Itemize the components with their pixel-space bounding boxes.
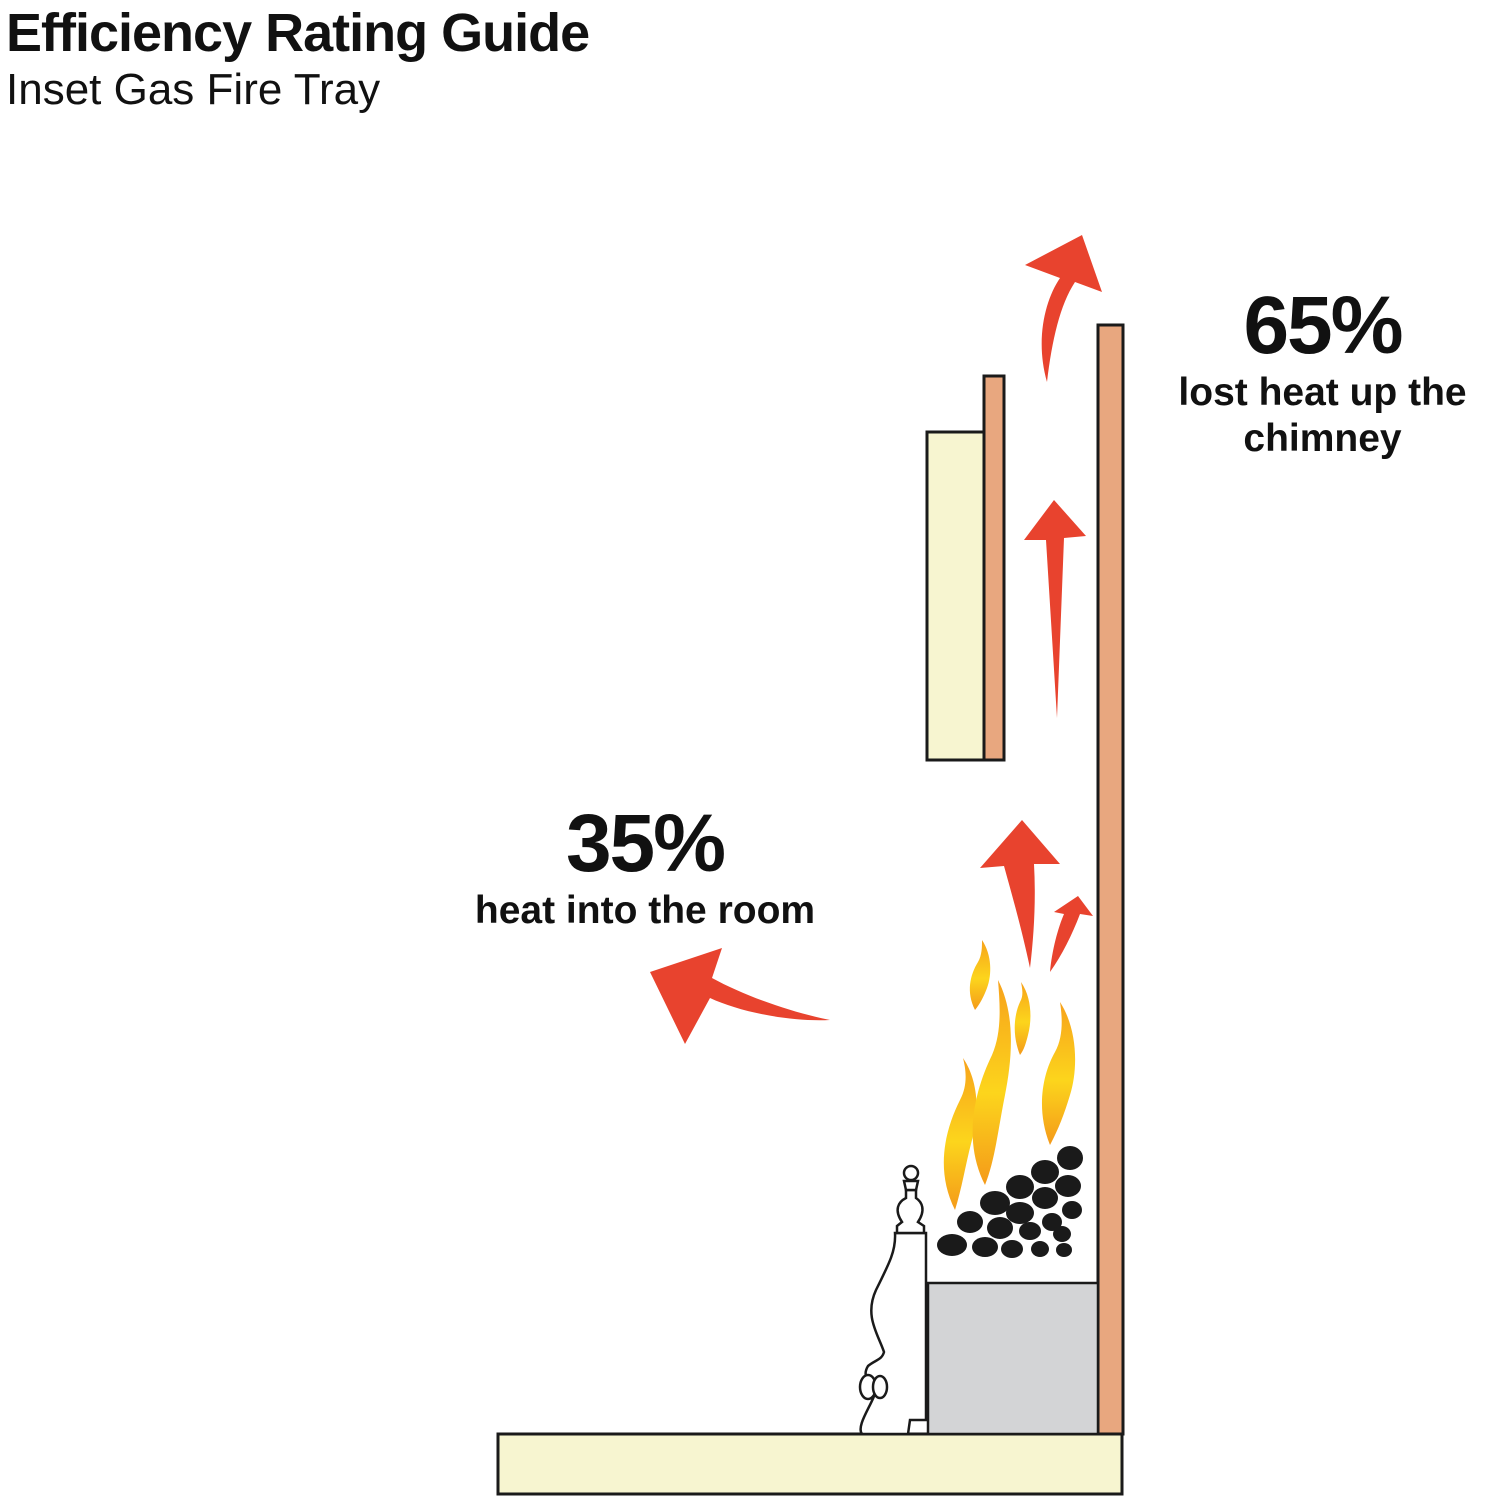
arrow-fire-up [980,820,1060,968]
stat-lost-heat: 65% lost heat up the chimney [1145,282,1500,462]
stat-lost-heat-caption-1: lost heat up the [1178,371,1467,414]
stat-lost-heat-value: 65% [1243,280,1403,371]
arrow-chimney-top [1025,235,1102,382]
heat-arrows [650,235,1102,1044]
chimney-front-wall [982,374,1006,762]
flame-4 [1014,982,1031,1055]
arrow-fire-small [1050,896,1093,972]
page-title: Efficiency Rating Guide [6,3,590,63]
chimney-breast-panel [925,430,986,762]
fire-tray [926,1281,1100,1436]
flame-2 [972,980,1011,1185]
flame-1 [943,1058,977,1210]
stat-room-heat-value: 35% [565,798,726,889]
fire-fret-ornament [858,1164,928,1436]
arrow-chimney-middle [1024,500,1086,718]
stat-room-heat: 35% heat into the room [430,800,860,934]
flames [943,940,1076,1210]
arrow-into-room [650,948,830,1044]
page-subtitle: Inset Gas Fire Tray [6,65,381,114]
flame-5 [969,940,991,1010]
stat-room-heat-caption: heat into the room [474,889,816,932]
flame-3 [1041,1002,1076,1145]
hearth-base [496,1432,1124,1496]
coals [937,1146,1083,1258]
stat-lost-heat-caption-2: chimney [1243,417,1402,460]
chimney-back-wall [1096,323,1125,1436]
